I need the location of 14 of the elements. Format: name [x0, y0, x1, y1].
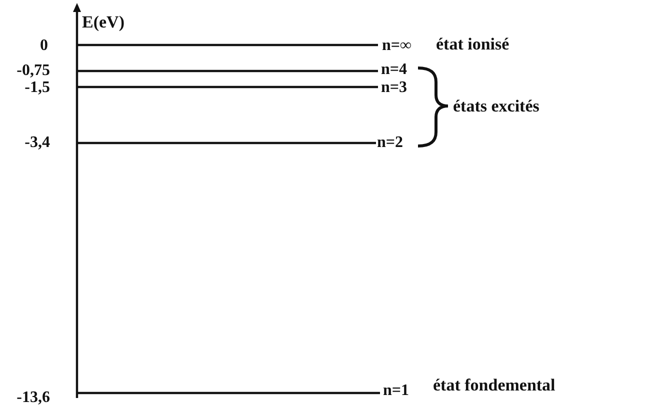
- tick-label: -0,75: [16, 63, 50, 79]
- level-label: n=3: [381, 80, 408, 96]
- state-label: état ionisé: [436, 36, 510, 52]
- tick-label: -13,6: [16, 390, 50, 406]
- state-label: états excités: [453, 98, 540, 114]
- level-label: n=4: [381, 62, 408, 78]
- level-label: n=1: [383, 383, 410, 399]
- level-label: n=∞: [382, 38, 412, 54]
- state-label: état fondemental: [433, 376, 556, 394]
- axis-label: E(eV): [82, 14, 124, 30]
- tick-label: -1,5: [24, 80, 50, 96]
- tick-label: 0: [40, 38, 48, 54]
- level-label: n=2: [377, 135, 404, 151]
- tick-label: -3,4: [24, 135, 50, 151]
